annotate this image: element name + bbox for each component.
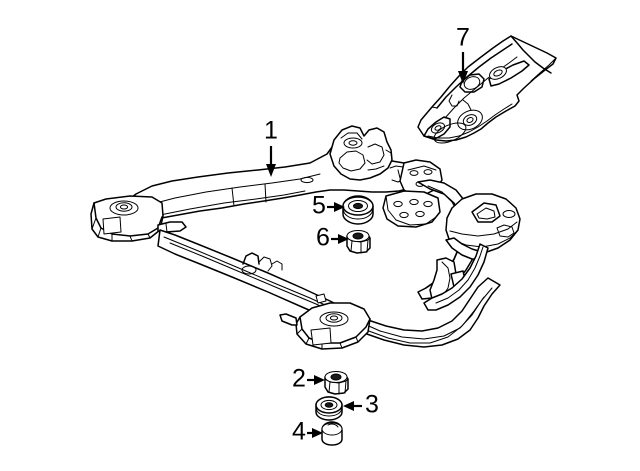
arrow-head-right-icon [338,234,349,244]
arrow-head-right-icon [312,428,323,438]
callout-number-2: 2 [292,365,306,393]
callout-number-7: 7 [456,24,470,52]
callout-2-leader [307,375,325,385]
callout-number-4: 4 [292,418,306,446]
callout-5-leader [327,202,345,212]
arrow-head-right-icon [314,375,325,385]
callout-7-leader [458,52,468,84]
part-2-lock-nut[interactable] [324,371,349,395]
arrow-head-down-icon [266,164,276,177]
callout-number-3: 3 [365,391,379,419]
part-4-bushing-cap[interactable] [321,421,343,446]
arrow-head-left-icon [343,401,354,411]
callout-4-leader [307,428,323,438]
arrow-head-right-icon [334,202,345,212]
callout-number-5: 5 [312,192,326,220]
part-3-insulator-washer[interactable] [315,396,343,421]
callout-number-6: 6 [316,224,330,252]
callout-3-leader [343,401,362,411]
part-7-reinforcement-bracket[interactable] [417,35,557,147]
part-6-lock-nut[interactable] [346,230,371,254]
callout-number-1: 1 [264,117,278,145]
part-1-engine-cradle-subframe[interactable] [90,125,521,350]
part-5-insulator-washer[interactable] [342,195,374,225]
arrow-head-down-icon [458,71,468,84]
callout-6-leader [331,234,349,244]
callout-1-leader [266,146,276,177]
